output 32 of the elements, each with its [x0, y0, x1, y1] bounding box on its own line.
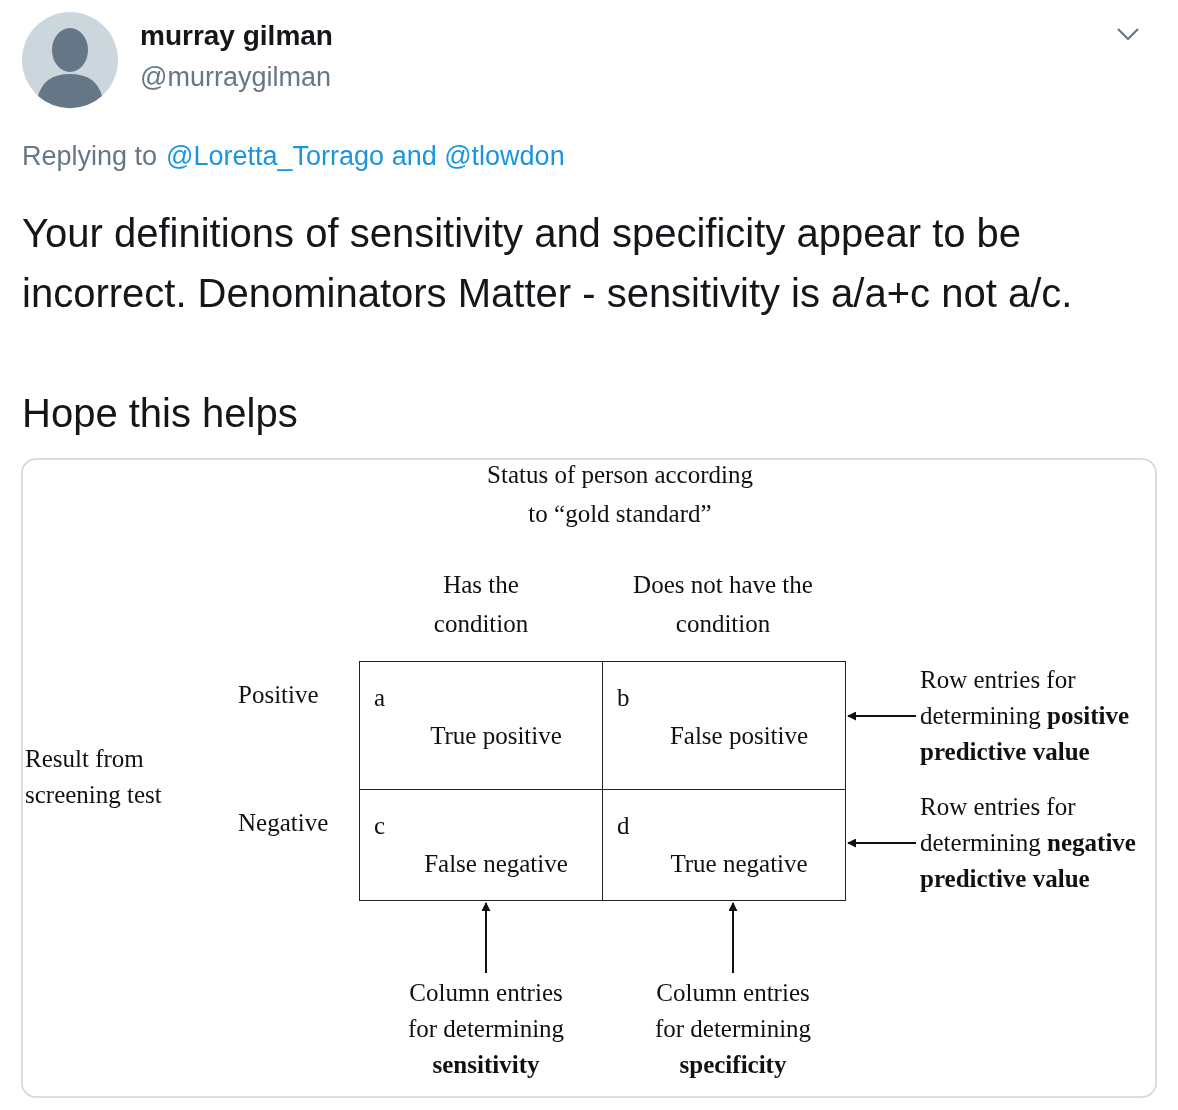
cell-label: False positive: [668, 721, 810, 751]
cell-letter: c: [374, 811, 386, 841]
row-label: Positive: [238, 680, 319, 710]
user-handle: @murraygilman: [140, 62, 331, 93]
table-cell: [602, 661, 846, 790]
table-cell: [359, 789, 603, 901]
cell-letter: d: [617, 811, 630, 841]
arrow: [847, 838, 917, 848]
arrow: [847, 711, 917, 721]
cell-letter: b: [617, 683, 630, 713]
annotation-text: Column entries for determining specificity: [643, 975, 823, 1083]
mention-link: @Loretta_Torrago and @tlowdon: [166, 141, 565, 172]
table-cell: [602, 789, 846, 901]
reply-context: Replying to: [22, 141, 158, 172]
column-label: Does not have the condition: [632, 570, 814, 639]
cell-letter: a: [374, 683, 386, 713]
arrow: [728, 902, 738, 974]
column-label: Has the condition: [432, 570, 530, 639]
row-label: Negative: [238, 808, 329, 838]
annotation-text: Row entries for determining positive predictive value: [920, 662, 1160, 770]
annotation-text: Row entries for determining negative predictive value: [920, 789, 1160, 897]
user-name: murray gilman: [140, 20, 333, 52]
cell-label: False negative: [423, 849, 569, 879]
arrow: [481, 902, 491, 974]
annotation-text: Column entries for determining sensitivity: [396, 975, 576, 1083]
row-heading: Result from screening test: [25, 744, 163, 810]
tweet-text: Your definitions of sensitivity and specificity appear to be incorrect. Denominators Matter - sensitivity is a/a+c not a/c.: [22, 210, 1074, 317]
tweet-text: Hope this helps: [22, 390, 298, 437]
column-heading: Status of person according to “gold standard”: [486, 460, 754, 529]
cell-label: True negative: [669, 849, 809, 879]
cell-label: True positive: [429, 721, 563, 751]
table-cell: [359, 661, 603, 790]
